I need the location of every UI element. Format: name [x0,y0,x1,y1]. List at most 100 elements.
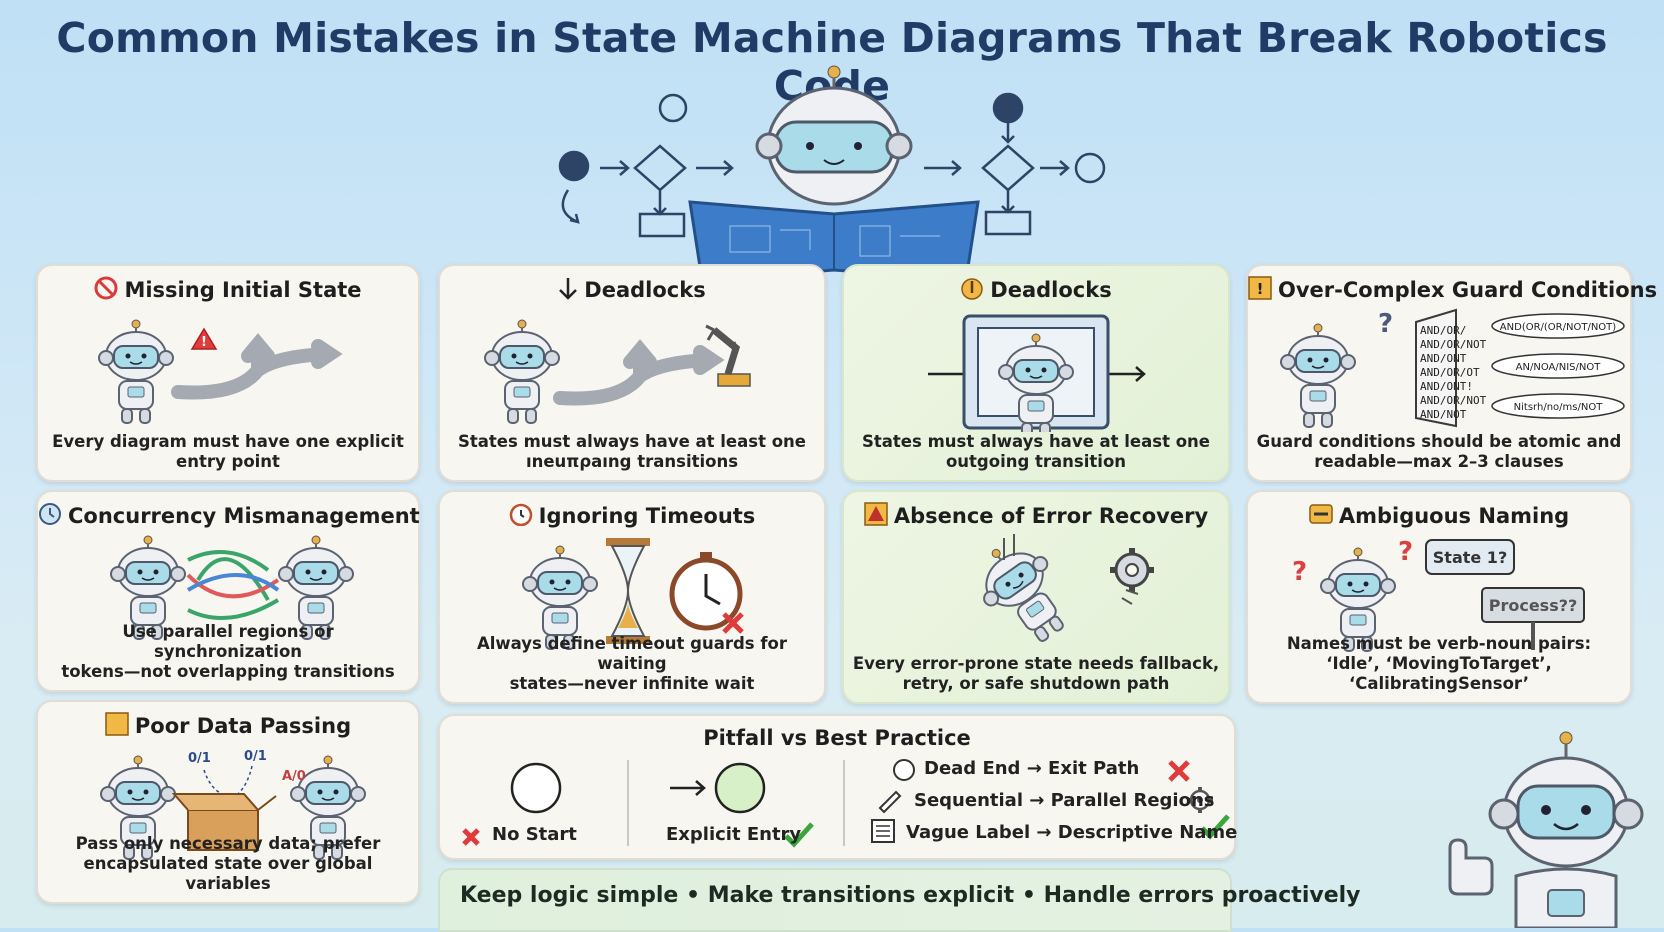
entry-state-circle [714,762,766,814]
comparison-panel: Pitfall vs Best Practice No Start Explic… [438,714,1237,860]
card-missing-initial-state: Missing Initial State ! Every diagram mu… [36,264,420,482]
explicit-entry-label: Explicit Entry [666,824,802,845]
guard-clause: AND/NOT [1420,408,1467,421]
robot-hourglass-clock-illustration [522,538,744,650]
svg-text:?: ? [1398,537,1413,567]
confused-robot-guard-illustration: ? AND/OR/ AND/OR/NOT AND/ONT AND/OR/OT A… [1280,308,1625,428]
falling-robot-illustration [962,530,1154,657]
footer-banner: Keep logic simple • Make transitions exp… [438,868,1361,932]
card-title-text: Concurrency Mismanagement [68,504,420,528]
comparison-row: Dead End → Exit Path [924,758,1140,779]
check-icon [784,822,814,848]
label-icon [1309,502,1333,531]
naming-bubble: State 1? [1433,548,1507,567]
stopwatch-icon [509,502,533,531]
card-title-text: Over-Complex Guard Conditions [1278,278,1658,302]
guard-clause: AND/OR/NOT [1420,338,1487,351]
comparison-row: Sequential → Parallel Regions [914,790,1215,811]
card-concurrency: Concurrency Mismanagement Use parallel r… [36,490,420,692]
gear-icon [1187,787,1213,813]
card-desc-line: encapsulated state over global variables [83,854,373,893]
clock-with-cross-icon [669,552,744,634]
hourglass-icon [606,538,650,644]
card-title-text: Absence of Error Recovery [893,504,1209,528]
card-title-text: Deadlocks [584,278,706,302]
card-poor-data-passing: Poor Data Passing 0/1 0/1 A/0 Pass only … [36,700,420,904]
guard-clause: AND/ONT! [1420,380,1473,393]
card-desc-line: Always define timeout guards for waiting [476,634,788,673]
card-title-text: Missing Initial State [124,278,362,302]
trapped-robot-illustration [928,314,1146,432]
cross-icon [1168,760,1190,782]
robot-with-arm-illustration [484,319,751,424]
guard-bubble-text: Nitsrh/no/ms/NOT [1514,402,1604,413]
card-desc-line: outgoing transition [945,452,1127,471]
robots-passing-box-illustration: 0/1 0/1 A/0 [100,749,366,860]
card-desc-line: States must always have at least one [862,432,1210,451]
svg-text:?: ? [1378,309,1393,339]
card-title-text: Deadlocks [990,278,1112,302]
robot-with-signs-illustration: ? ? State 1? Process?? [1292,537,1585,652]
thumbs-up-robot-mascot [1448,731,1644,928]
cross-icon [462,828,480,846]
left-flow-diagram [558,93,734,238]
svg-text:!: ! [1257,280,1264,298]
guard-clause: AND/OR/OT [1420,366,1480,379]
check-icon [1200,814,1230,840]
card-desc-line: Every diagram must have one explicit [52,432,404,451]
card-title-text: Ignoring Timeouts [538,504,756,528]
card-deadlocks-1: Deadlocks States must always have at lea… [438,264,826,482]
down-arrow-icon [558,276,578,305]
pen-icon [878,790,902,814]
card-desc-line: Guard conditions should be atomic and [1256,432,1622,451]
guard-clause: AND/OR/ [1420,324,1466,337]
footer-text: Keep logic simple • Make transitions exp… [460,883,1361,908]
no-entry-icon [94,276,118,305]
card-desc-line: retry, or safe shutdown path [902,674,1170,693]
card-desc-line: ıneuπρaıng transitions [525,452,739,471]
card-ambiguous-naming: Ambiguous Naming ? ? State 1? Process?? … [1246,490,1632,704]
robotic-arm-icon [705,324,751,387]
stopwatch-icon [893,759,915,781]
card-desc-line: states—never infinite wait [509,674,755,693]
guard-bubble-text: AND(OR/(OR/NOT/NOT) [1500,322,1616,333]
card-title-text: Ambiguous Naming [1338,504,1570,528]
card-desc-line: readable—max 2–3 clauses [1314,452,1564,471]
comparison-title: Pitfall vs Best Practice [703,726,971,750]
robot-reading-blueprint [688,65,980,282]
box-icon [171,793,277,851]
robot-at-fork-illustration: ! [98,319,343,424]
card-deadlocks-2: Deadlocks States must always have at lea… [842,264,1230,482]
card-desc-line: ‘Idle’, ‘MovingToTarget’, ‘CalibratingSe… [1326,654,1552,693]
data-bit-label: A/0 [282,769,306,784]
card-timeouts: Ignoring Timeouts Always define timeout … [438,490,826,704]
card-desc-line: Names must be verb-noun pairs: [1286,634,1592,653]
card-over-complex-guard: ! Over-Complex Guard Conditions ? AND/OR… [1246,264,1657,482]
card-desc-line: Every error-prone state needs fallback, [852,654,1220,673]
guard-clause: AND/ONT [1420,352,1467,365]
clock-icon [38,502,62,531]
right-flow-diagram [924,92,1106,236]
card-desc-line: States must always have at least one [458,432,806,451]
hero-state-diagram [558,65,1106,282]
comparison-graphics [462,759,1230,848]
card-desc-line: Use parallel regions or synchronization [122,622,334,661]
guard-bubble-text: AN/NOA/NIS/NOT [1516,362,1602,373]
svg-text:?: ? [1292,557,1307,587]
page-title: Common Mistakes in State Machine Diagram… [56,14,1608,110]
thumbs-up-icon [1448,838,1494,896]
card-title-text: Poor Data Passing [134,714,352,738]
svg-text:!: ! [201,335,207,350]
guard-clause: AND/OR/NOT [1420,394,1487,407]
data-bit-label: 0/1 [188,751,211,766]
entry-arrow [670,780,706,796]
warning-box-icon: ! [1248,276,1272,305]
card-desc-line: entry point [176,452,280,471]
gear-icon [1110,548,1154,592]
data-bit-label: 0/1 [244,749,267,764]
no-start-label: No Start [492,824,577,845]
alert-box-icon [864,502,888,531]
square-icon [105,712,129,741]
card-error-recovery: Absence of Error Recovery Every error-pr… [842,490,1230,704]
hand-pointer-icon [960,276,984,305]
